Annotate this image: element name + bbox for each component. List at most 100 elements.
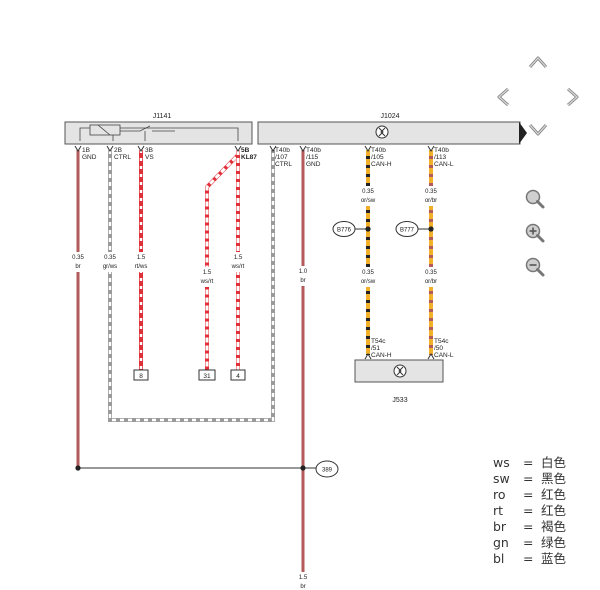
connector-4: 4 — [230, 369, 246, 381]
wire-ctrl-loop — [108, 150, 275, 422]
wire-label-w4: 1.5 ws/rt — [196, 267, 218, 287]
svg-text:rt/ws: rt/ws — [135, 264, 148, 270]
svg-text:1.5: 1.5 — [137, 255, 146, 261]
svg-text:1B: 1B — [82, 147, 90, 154]
svg-text:gr/ws: gr/ws — [103, 264, 117, 270]
node-389: 389 — [315, 460, 339, 478]
legend-code: ws — [493, 455, 510, 470]
pin-label-2b: 2B CTRL — [114, 147, 131, 161]
can-bus-icon — [375, 125, 389, 139]
legend-color-name: 红色 — [541, 487, 567, 502]
legend-code: sw — [493, 471, 510, 486]
relay-symbol — [79, 124, 239, 141]
svg-text:0.35: 0.35 — [362, 270, 374, 276]
svg-text:ws/rt: ws/rt — [200, 279, 214, 285]
legend-color-name: 白色 — [541, 455, 567, 470]
svg-text:2B: 2B — [114, 147, 122, 154]
legend-code: ro — [493, 487, 506, 502]
svg-text:0.35: 0.35 — [72, 255, 84, 261]
svg-text:or/br: or/br — [425, 279, 437, 285]
svg-text:T40b: T40b — [306, 147, 321, 154]
pin-label-1b: 1B GND — [82, 147, 97, 161]
legend-code: br — [493, 519, 507, 534]
svg-text:0.35: 0.35 — [362, 189, 374, 195]
pin-label-105: T40b /105 CAN-H — [371, 147, 392, 168]
svg-text:T54c: T54c — [434, 338, 449, 345]
wire-label-w1: 0.35 br — [68, 252, 88, 272]
svg-text:CTRL: CTRL — [275, 161, 292, 168]
legend-equals: = — [523, 519, 534, 534]
wire-label-w7a: 0.35 or/sw — [356, 186, 380, 206]
legend-equals: = — [523, 471, 534, 486]
svg-text:or/br: or/br — [425, 198, 437, 204]
legend-code: rt — [493, 503, 504, 518]
svg-text:GND: GND — [306, 161, 321, 168]
svg-text:CTRL: CTRL — [114, 154, 131, 161]
chevron-up-icon[interactable] — [527, 52, 549, 74]
svg-text:31: 31 — [203, 373, 211, 380]
ground-bus — [75, 465, 316, 471]
module-j1141: J1141 — [64, 113, 253, 145]
legend-color-name: 褐色 — [541, 519, 567, 534]
connector-31: 31 — [198, 369, 216, 381]
svg-text:br: br — [300, 584, 305, 590]
legend-equals: = — [523, 455, 534, 470]
pointer-marker — [519, 122, 527, 144]
svg-text:br: br — [75, 264, 80, 270]
pin-label-3b: 3B VS — [145, 147, 154, 161]
svg-text:T54c: T54c — [371, 338, 386, 345]
svg-text:T40b: T40b — [434, 147, 449, 154]
chevron-left-icon[interactable] — [493, 86, 515, 108]
pin-label-115: T40b /115 GND — [306, 147, 321, 168]
pin-label-51: T54c /51 CAN-H — [371, 338, 392, 359]
wire-label-w6: 1.0 br — [293, 266, 313, 286]
wire-label-w8a: 0.35 or/br — [419, 186, 443, 206]
legend-row: sw=黑色 — [493, 471, 593, 487]
zoom-in-icon[interactable] — [524, 222, 546, 244]
svg-text:1.5: 1.5 — [203, 270, 212, 276]
chevron-down-icon[interactable] — [527, 118, 549, 140]
zoom-out-icon[interactable] — [524, 256, 546, 278]
legend-equals: = — [523, 551, 534, 566]
svg-text:CAN-L: CAN-L — [434, 161, 454, 168]
node-b776: B776 — [332, 221, 371, 237]
svg-text:CAN-H: CAN-H — [371, 352, 392, 359]
chevron-right-icon[interactable] — [561, 86, 583, 108]
legend-code: gn — [493, 535, 509, 550]
wire-label-w3: 1.5 rt/ws — [130, 252, 152, 272]
pin-label-5b: 5B KL87 — [241, 147, 257, 161]
legend-equals: = — [523, 487, 534, 502]
svg-text:0.35: 0.35 — [425, 189, 437, 195]
svg-text:VS: VS — [145, 154, 154, 161]
svg-text:0.35: 0.35 — [425, 270, 437, 276]
pin-label-113: T40b /113 CAN-L — [434, 147, 454, 168]
legend-color-name: 蓝色 — [541, 551, 567, 566]
svg-text:/107: /107 — [275, 154, 288, 161]
svg-text:T40b: T40b — [275, 147, 290, 154]
svg-text:B777: B777 — [400, 228, 415, 234]
wire-label-w5: 1.5 ws/rt — [227, 252, 249, 272]
svg-text:1.0: 1.0 — [299, 269, 308, 275]
svg-text:389: 389 — [322, 468, 333, 474]
wire-label-w8b: 0.35 or/br — [419, 267, 443, 287]
svg-text:CAN-H: CAN-H — [371, 161, 392, 168]
svg-text:B776: B776 — [337, 228, 352, 234]
legend-row: ro = 红色 — [493, 487, 593, 503]
legend-row: bl=蓝色 — [493, 551, 593, 567]
svg-text:8: 8 — [139, 373, 143, 380]
legend-row: gn=绿色 — [493, 535, 593, 551]
can-bus-icon — [393, 364, 407, 378]
svg-text:/51: /51 — [371, 345, 380, 352]
module-j1024: J1024 — [257, 113, 521, 145]
legend-color-name: 绿色 — [541, 535, 567, 550]
wire-label-w2: 0.35 gr/ws — [98, 252, 122, 272]
svg-text:0.35: 0.35 — [104, 255, 116, 261]
svg-text:/50: /50 — [434, 345, 443, 352]
wire-label-w9: 1.5 br — [293, 572, 313, 590]
legend-color-name: 红色 — [541, 503, 567, 518]
search-icon[interactable] — [524, 188, 546, 210]
connector-8: 8 — [133, 369, 149, 381]
node-b777: B777 — [395, 221, 434, 237]
module-j533: J533 — [354, 359, 444, 404]
